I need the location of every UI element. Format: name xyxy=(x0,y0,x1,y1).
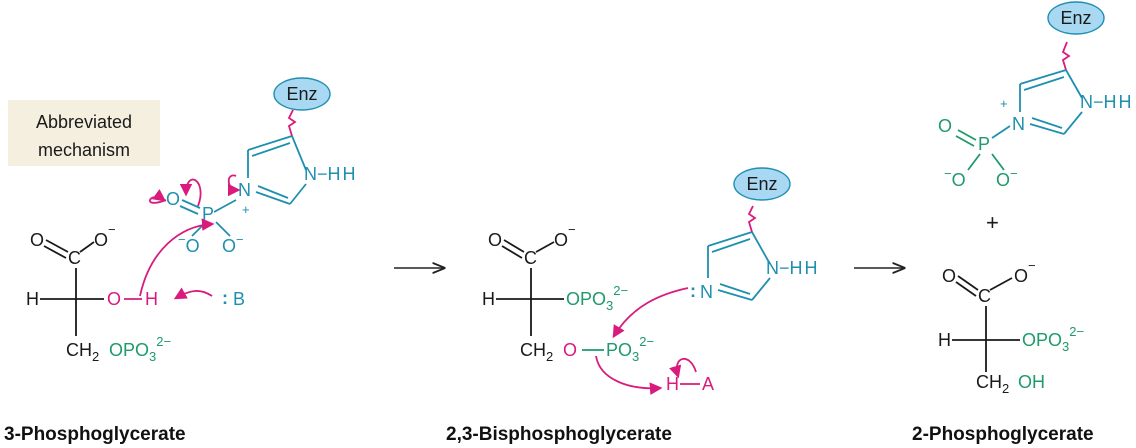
atom-o-minus-2: O− xyxy=(222,232,244,256)
base-dots: : xyxy=(222,288,228,308)
atom-o: O xyxy=(30,230,44,250)
atom-o-bridge: O xyxy=(563,340,577,360)
ch2-group: CH2 xyxy=(66,340,99,364)
base-dots: : xyxy=(690,281,696,301)
phosphate-group: OPO32− xyxy=(109,334,171,364)
charge-plus: + xyxy=(1000,96,1008,111)
phosphate-3: PO32− xyxy=(606,334,654,364)
plus-sign: + xyxy=(986,210,999,235)
atom-o: O xyxy=(488,230,502,250)
enz-oval xyxy=(1047,1,1105,35)
caption-2-phosphoglycerate: 2-Phosphoglycerate xyxy=(912,424,1094,445)
charge-plus: + xyxy=(242,202,250,217)
atom-o-minus: O xyxy=(554,230,568,250)
mechanism-note: Abbreviated mechanism xyxy=(8,100,160,166)
middle-structure: O C O − H OPO32− CH2 O PO32− H A : N N−H… xyxy=(482,167,818,395)
charge-minus: − xyxy=(568,222,576,237)
atom-o-minus-2: O− xyxy=(996,166,1018,190)
ch2oh-group: CH2 xyxy=(976,372,1009,396)
left-structure: O C O − H O H CH2 OPO32− : B O P −O O− N… xyxy=(26,77,356,364)
atom-h: H xyxy=(26,289,39,309)
enz-label: Enz xyxy=(1060,8,1091,28)
note-line-1: Abbreviated xyxy=(36,112,132,132)
atom-h-acid: H xyxy=(666,374,679,394)
atom-c: C xyxy=(524,248,537,268)
charge-minus: − xyxy=(108,222,116,237)
atom-o-minus: O xyxy=(1014,266,1028,286)
charge-minus: − xyxy=(1028,258,1036,273)
atom-n-plus: N xyxy=(1012,114,1025,134)
atom-h: H xyxy=(482,289,495,309)
atom-o-top: O xyxy=(166,189,180,209)
ch2-group: CH2 xyxy=(520,340,553,364)
atom-n-plus: N xyxy=(238,180,251,200)
atom-o-minus-1: −O xyxy=(178,232,200,256)
atom-h-hydroxyl: H xyxy=(145,289,158,309)
atom-o-minus-1: −O xyxy=(944,166,966,190)
atom-c: C xyxy=(978,286,991,306)
enz-oval xyxy=(273,77,331,111)
atom-c: C xyxy=(68,248,81,268)
atom-o-minus: O xyxy=(94,230,108,250)
enz-label: Enz xyxy=(746,174,777,194)
enz-label: Enz xyxy=(286,84,317,104)
phosphate-2: OPO32− xyxy=(566,283,628,313)
atom-p: P xyxy=(202,204,214,224)
note-line-2: mechanism xyxy=(38,140,130,160)
atom-o: O xyxy=(938,116,952,136)
caption-3-phosphoglycerate: 3-Phosphoglycerate xyxy=(4,424,186,445)
phosphate-2: OPO32− xyxy=(1022,324,1084,354)
note-box xyxy=(8,100,160,166)
atom-n: N xyxy=(700,282,713,302)
enz-oval xyxy=(733,167,791,201)
atom-b: B xyxy=(233,289,245,309)
atom-h: H xyxy=(938,330,951,350)
hydroxyl: OH xyxy=(1018,372,1045,392)
caption-2-3-bisphosphoglycerate: 2,3-Bisphosphoglycerate xyxy=(446,424,672,445)
atom-p: P xyxy=(978,134,990,154)
atom-o-hydroxyl: O xyxy=(107,289,121,309)
atom-a: A xyxy=(702,374,714,394)
atom-o: O xyxy=(942,266,956,286)
